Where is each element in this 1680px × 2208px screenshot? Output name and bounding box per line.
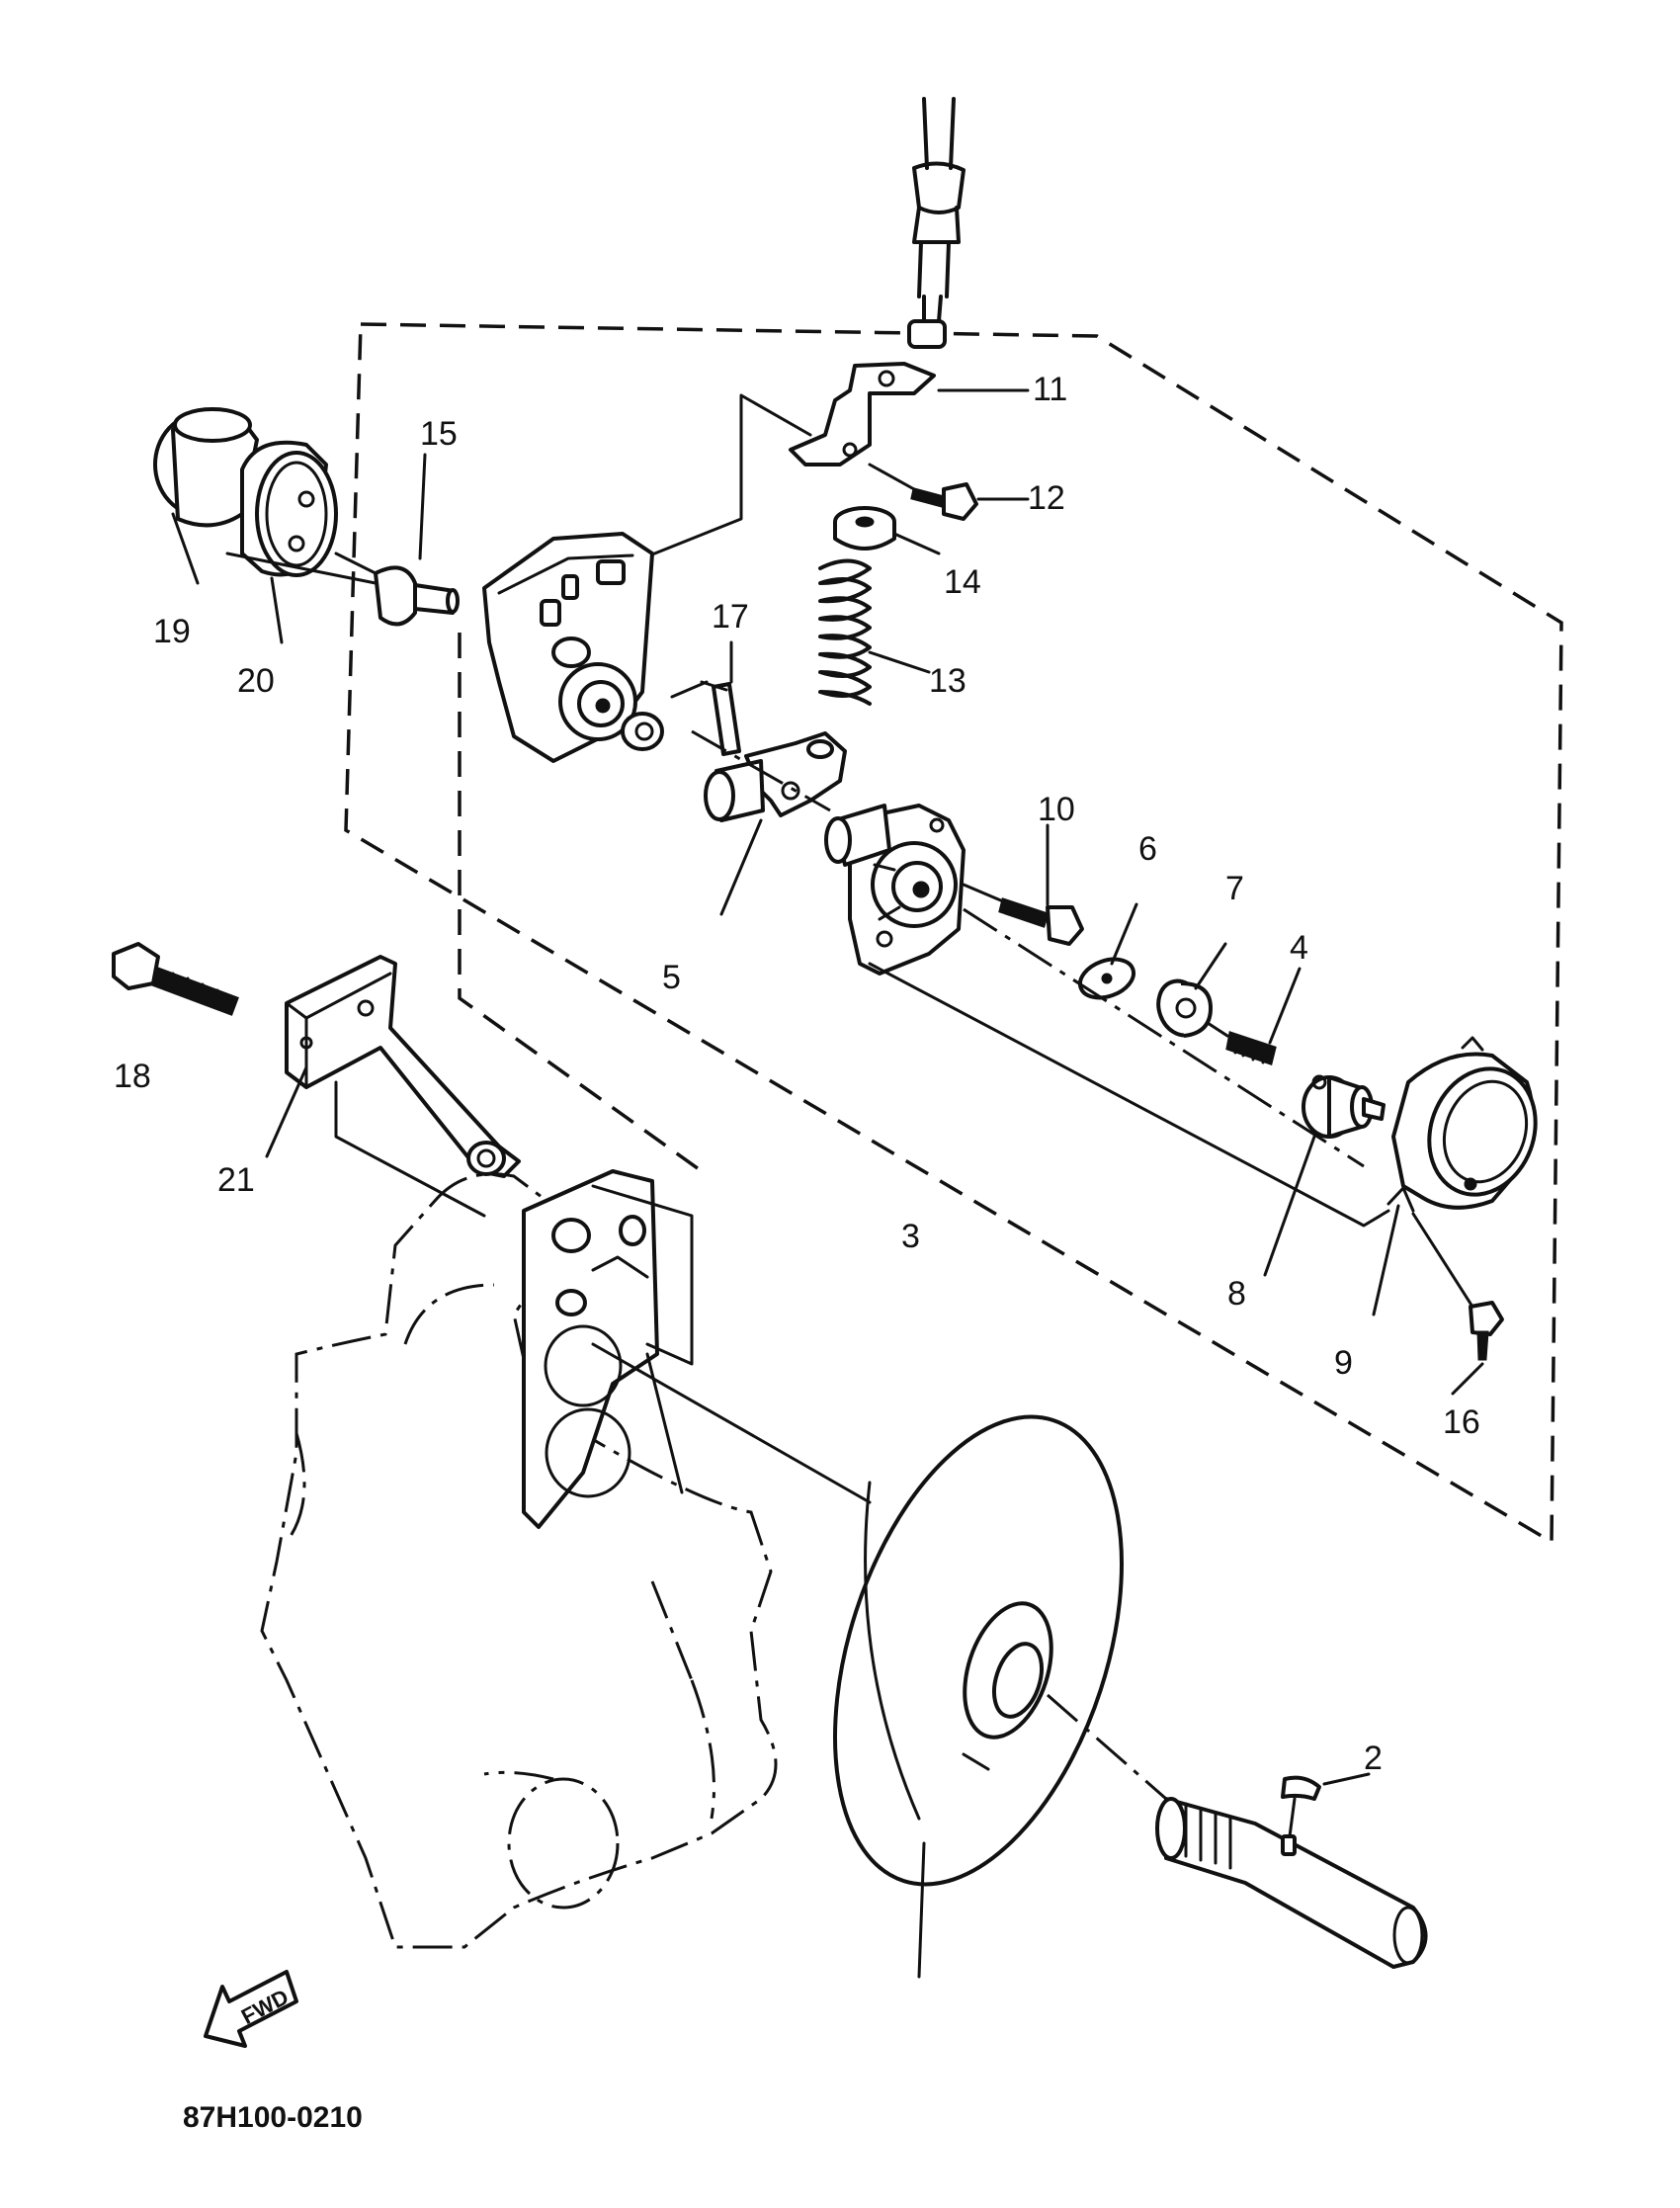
label-part-14: 14 [944,563,981,601]
label-part-3: 3 [901,1218,920,1255]
part-2-key [1281,1775,1321,1838]
part-5-cam [704,731,847,916]
part-8-plug [1302,1074,1386,1139]
label-part-9: 9 [1334,1344,1353,1382]
label-part-21: 21 [217,1161,255,1199]
label-part-19: 19 [153,613,191,650]
label-part-2: 2 [1364,1740,1383,1777]
label-part-7: 7 [1225,870,1244,907]
part-21-bracket [285,955,521,1218]
part-6-washer [1077,957,1136,1000]
part-14-cap [833,506,896,551]
label-part-6: 6 [1138,830,1157,868]
label-part-8: 8 [1227,1275,1246,1313]
part-9-cover [1386,1036,1538,1213]
part-17-pin [700,680,741,756]
mounting-plate [522,1169,694,1529]
drawing-code: 87H100-0210 [183,2101,363,2134]
part-16-screw [1411,1212,1504,1361]
part-19-ring [153,407,259,528]
label-part-10: 10 [1038,791,1075,828]
engine-case [260,1172,778,1949]
label-part-11: 11 [1033,371,1067,408]
part-7-clip [1156,978,1213,1038]
label-part-17: 17 [712,598,749,636]
part-10-bolt [962,883,1084,946]
label-part-12: 12 [1028,479,1065,517]
label-part-5: 5 [662,959,681,996]
leader-lines [171,388,1484,1786]
part-11-bracket [640,362,936,560]
projection-lines [225,552,1390,1801]
part-4-screw [1206,1021,1277,1065]
part-15-shaft [334,552,460,627]
valve-body [824,804,966,976]
part-12-screw [868,463,978,521]
part-20-ring [240,440,338,577]
label-part-4: 4 [1290,929,1308,967]
assembly-boundary-inner-dashed [458,633,704,1173]
drive-sheave [833,1414,1124,1979]
part-13-spring [818,558,872,706]
label-part-18: 18 [114,1058,151,1095]
part-18-bolt [112,942,239,1016]
label-part-13: 13 [929,662,966,700]
valve-housing [482,532,709,763]
label-part-15: 15 [420,415,458,453]
label-part-20: 20 [237,662,275,700]
axle-shaft [1155,1797,1428,1969]
label-part-16: 16 [1443,1403,1480,1441]
assembly-boundary-dashed [344,322,1563,1546]
part-number-labels: 2 3 4 5 6 7 8 9 10 11 12 13 14 15 16 17 … [114,371,1480,1777]
throttle-cable [907,97,966,349]
forward-direction-arrow: FWD [204,1970,298,2048]
